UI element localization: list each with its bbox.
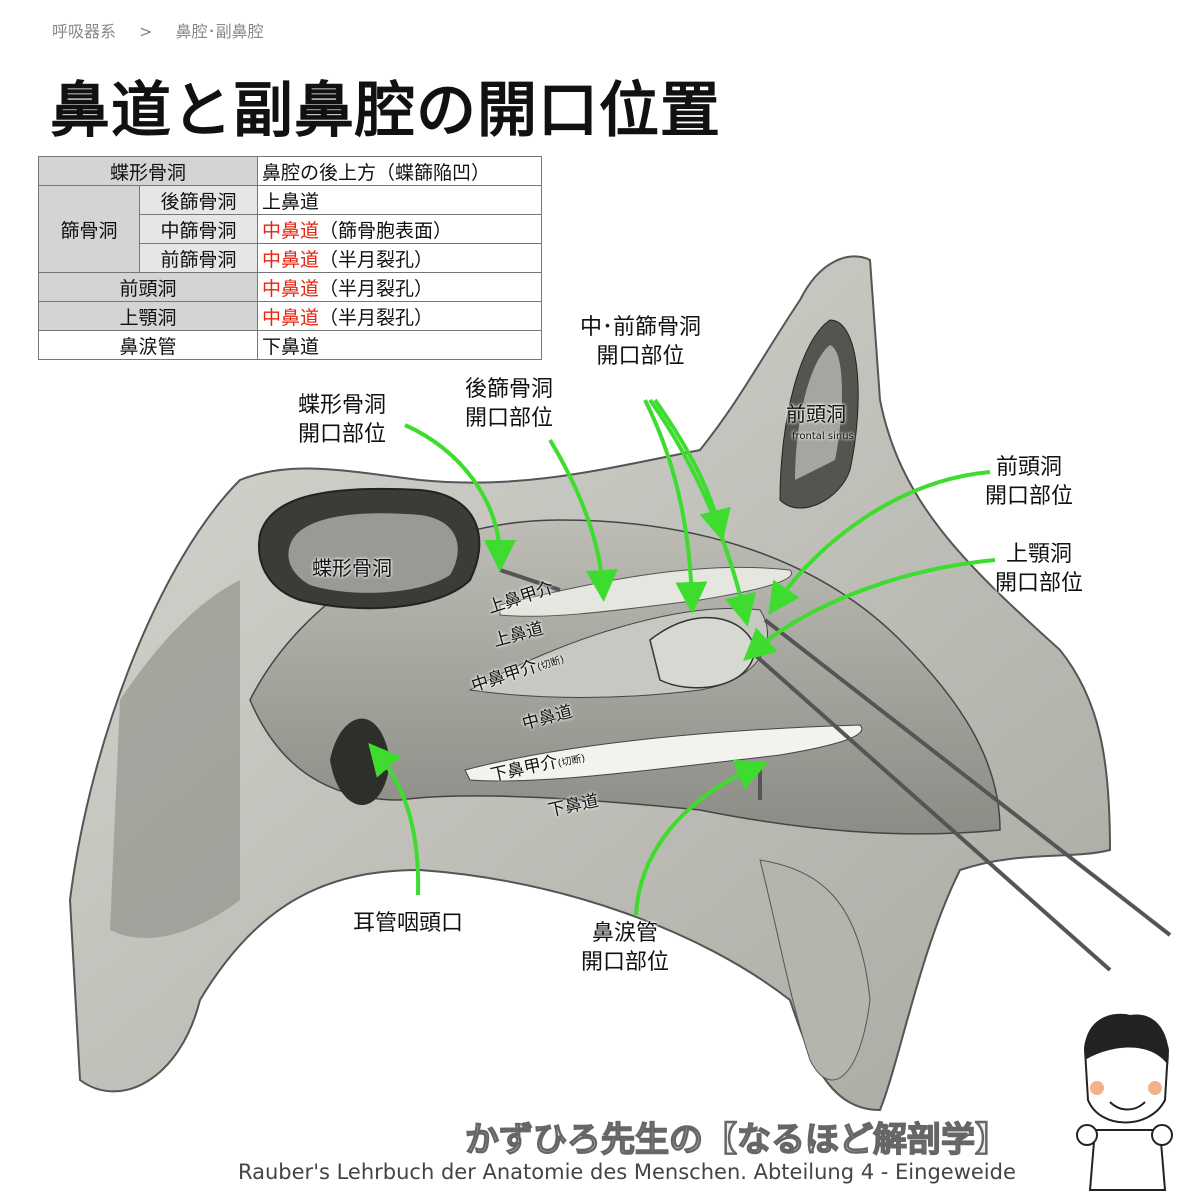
sinus-cell: 上顎洞 xyxy=(38,301,258,331)
arrow-nasolacrimal xyxy=(634,759,769,916)
meatus-red: 中鼻道 xyxy=(262,306,320,329)
arrow-ant-ethmoid-2 xyxy=(653,398,731,542)
label-frontal-sinus-en: frontal sinus xyxy=(792,431,854,442)
table-row: 前篩骨洞中鼻道（半月裂孔） xyxy=(39,243,542,273)
head-section xyxy=(68,255,1112,1112)
callout-line: 後篩骨洞 xyxy=(465,377,554,402)
label-sphenoid-sinus: 蝶形骨洞 xyxy=(312,556,392,580)
page-title: 鼻道と副鼻腔の開口位置 xyxy=(50,76,721,146)
callout-line: 鼻涙管 xyxy=(592,921,659,946)
probe-rod xyxy=(499,568,561,592)
source-credit: Rauber's Lehrbuch der Anatomie des Mensc… xyxy=(238,1160,1016,1184)
callout-line: 開口部位 xyxy=(298,422,387,447)
table-row: 蝶形骨洞鼻腔の後上方（蝶篩陥凹） xyxy=(38,156,542,186)
callout-line: 前頭洞 xyxy=(996,455,1063,480)
group-cell: 篩骨洞 xyxy=(38,185,140,273)
callout-line: 開口部位 xyxy=(581,950,670,975)
opening-detail: （半月裂孔） xyxy=(319,248,434,271)
table-row: 篩骨洞後篩骨洞上鼻道 xyxy=(38,185,542,273)
arrow-eustachian xyxy=(368,742,421,896)
callout-line: 開口部位 xyxy=(465,406,554,431)
meatus-red: 中鼻道 xyxy=(262,248,320,271)
opening-detail: （半月裂孔） xyxy=(319,306,434,329)
opening-cell: 下鼻道 xyxy=(257,330,542,360)
arrow-maxillary xyxy=(743,558,996,662)
callout-line: 中･前篩骨洞 xyxy=(580,315,702,340)
opening-cell: 鼻腔の後上方（蝶篩陥凹） xyxy=(257,156,542,186)
callout-post-ethmoid: 後篩骨洞開口部位 xyxy=(465,375,553,433)
arrow-frontal xyxy=(768,470,991,615)
callout-maxillary: 上顎洞開口部位 xyxy=(995,540,1083,598)
mascot-avatar xyxy=(1076,1013,1173,1191)
callout-eustachian: 耳管咽頭口 xyxy=(353,911,464,936)
opening-cell: 中鼻道（半月裂孔） xyxy=(257,243,542,273)
probe-rod xyxy=(763,618,1172,937)
callout-nasolacrimal: 鼻涙管開口部位 xyxy=(581,919,669,977)
probe-rod xyxy=(753,653,1112,972)
sinus-cell: 後篩骨洞 xyxy=(139,185,258,215)
breadcrumb-separator: > xyxy=(139,22,153,41)
callout-sphenoid: 蝶形骨洞開口部位 xyxy=(298,391,386,449)
callout-line: 蝶形骨洞 xyxy=(298,393,387,418)
meatus-red: 中鼻道 xyxy=(262,277,320,300)
site-footer-title: かずひろ先生の【なるほど解剖学】 xyxy=(464,1119,1009,1160)
sinus-cell: 蝶形骨洞 xyxy=(38,156,258,186)
callout-line: 上顎洞 xyxy=(1006,542,1073,567)
meatus-red: 中鼻道 xyxy=(262,219,320,242)
callout-line: 開口部位 xyxy=(596,344,685,369)
breadcrumb-item-nasal[interactable]: 鼻腔･副鼻腔 xyxy=(175,22,264,41)
callout-line: 開口部位 xyxy=(985,484,1074,509)
callout-frontal: 前頭洞開口部位 xyxy=(985,453,1073,511)
table-row: 鼻涙管下鼻道 xyxy=(38,330,542,360)
callout-mid-ant-ethmoid: 中･前篩骨洞開口部位 xyxy=(580,313,701,371)
label-frontal-sinus: 前頭洞 xyxy=(786,402,846,426)
opening-detail: （半月裂孔） xyxy=(319,277,434,300)
opening-cell: 中鼻道（半月裂孔） xyxy=(257,272,542,302)
table-row: 中篩骨洞中鼻道（篩骨胞表面） xyxy=(39,214,542,244)
opening-cell: 中鼻道（半月裂孔） xyxy=(257,301,542,331)
opening-cell: 上鼻道 xyxy=(257,185,542,215)
breadcrumb: 呼吸器系 > 鼻腔･副鼻腔 xyxy=(52,18,282,42)
probes xyxy=(499,568,1172,972)
breadcrumb-item-respiratory[interactable]: 呼吸器系 xyxy=(52,22,117,41)
arrow-sphenoid xyxy=(404,423,516,572)
opening-detail: （篩骨胞表面） xyxy=(319,219,453,242)
sinus-cell: 鼻涙管 xyxy=(38,330,258,360)
sinus-cell: 前篩骨洞 xyxy=(139,243,258,273)
opening-table: 蝶形骨洞鼻腔の後上方（蝶篩陥凹） 篩骨洞後篩骨洞上鼻道 中篩骨洞中鼻道（篩骨胞表… xyxy=(38,156,542,360)
arrow-post-ethmoid xyxy=(548,438,618,602)
callout-line: 開口部位 xyxy=(995,571,1084,596)
table-row: 上顎洞中鼻道（半月裂孔） xyxy=(38,301,542,331)
green-arrows xyxy=(368,398,996,916)
arrow-mid-ethmoid xyxy=(643,399,708,614)
opening-cell: 中鼻道（篩骨胞表面） xyxy=(257,214,542,244)
